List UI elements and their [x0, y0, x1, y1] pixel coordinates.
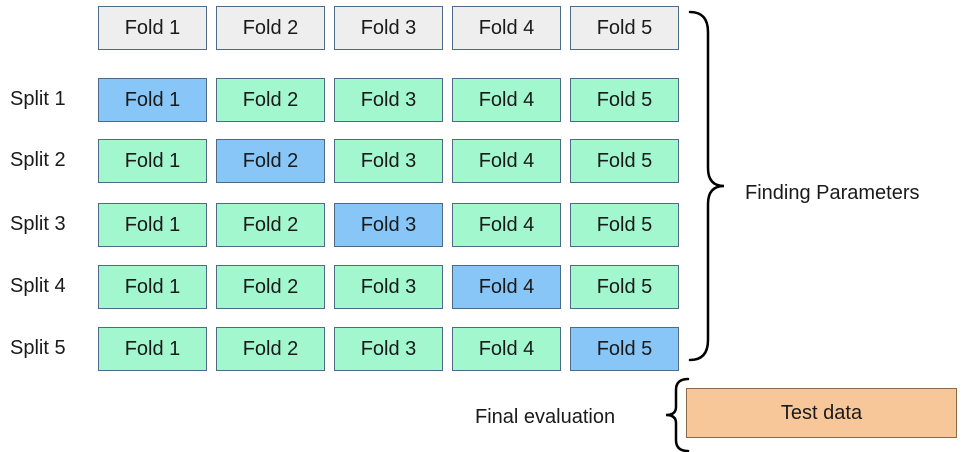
train-fold-s2-f5: Fold 5: [570, 139, 679, 183]
header-fold-1: Fold 1: [98, 6, 207, 50]
header-fold-5: Fold 5: [570, 6, 679, 50]
train-fold-s1-f2: Fold 2: [216, 78, 325, 122]
train-fold-s4-f1: Fold 1: [98, 265, 207, 309]
train-fold-s1-f4: Fold 4: [452, 78, 561, 122]
train-fold-s5-f1: Fold 1: [98, 327, 207, 371]
train-fold-s4-f5: Fold 5: [570, 265, 679, 309]
split-label-4: Split 4: [10, 275, 66, 297]
train-fold-s3-f1: Fold 1: [98, 203, 207, 247]
split-label-2: Split 2: [10, 149, 66, 171]
train-fold-s3-f4: Fold 4: [452, 203, 561, 247]
header-fold-3: Fold 3: [334, 6, 443, 50]
train-fold-s1-f5: Fold 5: [570, 78, 679, 122]
split-label-5: Split 5: [10, 337, 66, 359]
validation-fold-s5-f5: Fold 5: [570, 327, 679, 371]
validation-fold-s2-f2: Fold 2: [216, 139, 325, 183]
right-brace: [688, 10, 725, 362]
validation-fold-s3-f3: Fold 3: [334, 203, 443, 247]
split-label-3: Split 3: [10, 213, 66, 235]
train-fold-s2-f1: Fold 1: [98, 139, 207, 183]
left-brace: [665, 377, 690, 452]
train-fold-s3-f5: Fold 5: [570, 203, 679, 247]
train-fold-s5-f4: Fold 4: [452, 327, 561, 371]
validation-fold-s4-f4: Fold 4: [452, 265, 561, 309]
header-fold-2: Fold 2: [216, 6, 325, 50]
test-data-box: Test data: [686, 388, 957, 438]
train-fold-s5-f3: Fold 3: [334, 327, 443, 371]
train-fold-s2-f3: Fold 3: [334, 139, 443, 183]
train-fold-s4-f3: Fold 3: [334, 265, 443, 309]
validation-fold-s1-f1: Fold 1: [98, 78, 207, 122]
final-evaluation-label: Final evaluation: [475, 406, 616, 428]
train-fold-s5-f2: Fold 2: [216, 327, 325, 371]
brace-label: Finding Parameters: [745, 182, 920, 204]
train-fold-s4-f2: Fold 2: [216, 265, 325, 309]
train-fold-s3-f2: Fold 2: [216, 203, 325, 247]
train-fold-s1-f3: Fold 3: [334, 78, 443, 122]
split-label-1: Split 1: [10, 88, 66, 110]
train-fold-s2-f4: Fold 4: [452, 139, 561, 183]
header-fold-4: Fold 4: [452, 6, 561, 50]
